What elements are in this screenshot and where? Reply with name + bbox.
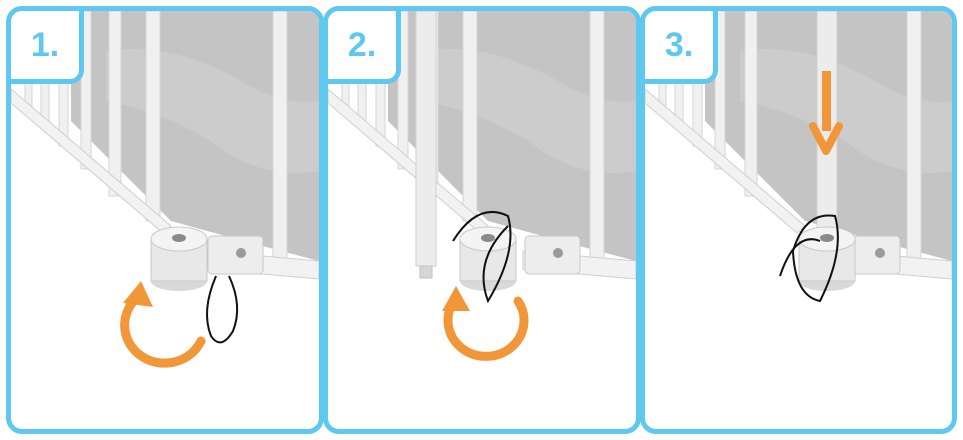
step-panel-2: 2. <box>323 6 641 434</box>
step-panel-1: 1. <box>6 6 324 434</box>
rotate-arrow-icon <box>123 281 201 363</box>
step-number-badge: 3. <box>645 11 718 84</box>
step-panel-3: 3. <box>640 6 957 434</box>
step-number-badge: 1. <box>11 11 84 84</box>
rotate-arrow-icon <box>442 286 524 356</box>
step-number-badge: 2. <box>328 11 401 84</box>
